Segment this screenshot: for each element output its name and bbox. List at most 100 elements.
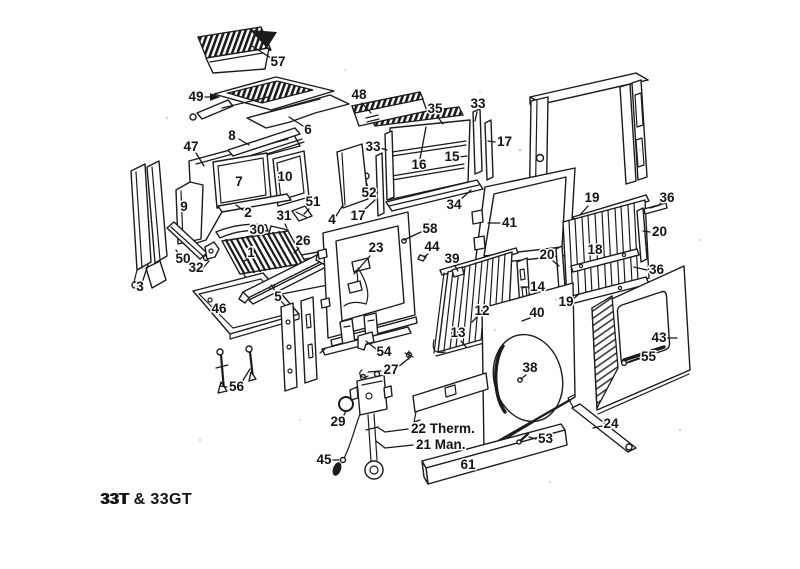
side-panel-4 — [337, 144, 368, 208]
leader-line-40 — [522, 318, 530, 321]
bolts-56 — [216, 346, 256, 393]
leader-line-47 — [196, 153, 204, 166]
grate-1 — [222, 231, 306, 274]
part-label-54: 54 — [376, 344, 392, 359]
outer-panel-43 — [592, 266, 690, 414]
support-brackets — [281, 297, 317, 391]
part-label-51: 51 — [305, 194, 321, 209]
part-label-45: 45 — [316, 452, 332, 467]
part-label-1: 1 — [247, 245, 255, 260]
leader-line-34 — [459, 190, 471, 201]
leader-line-51 — [304, 209, 309, 214]
leader-line-3 — [142, 265, 148, 283]
leader-line-8 — [239, 139, 249, 145]
leader-line-54 — [366, 341, 376, 349]
leader-line-26 — [294, 248, 299, 253]
support-30 — [216, 224, 268, 238]
photocopy-speckles — [149, 69, 701, 483]
part-label-31: 31 — [276, 208, 292, 223]
leader-line-21-Man- — [376, 441, 413, 448]
part-label-6: 6 — [304, 122, 312, 137]
leader-line-39 — [455, 266, 458, 271]
part-label-14: 14 — [530, 279, 546, 294]
leader-line-24 — [593, 426, 602, 428]
part-label-46: 46 — [211, 301, 227, 316]
leader-line-38 — [521, 375, 526, 379]
part-label-30: 30 — [249, 222, 264, 237]
top-plate-6 — [247, 95, 349, 128]
door-frame-41 — [472, 168, 575, 265]
part-label-57: 57 — [270, 54, 285, 69]
leader-line-50 — [176, 250, 180, 256]
bracket-32 — [205, 242, 219, 259]
front-panel-oval — [482, 283, 575, 452]
leader-line-35 — [437, 116, 443, 124]
part-label-4: 4 — [328, 212, 336, 227]
baffle-57 — [198, 27, 277, 73]
leader-line-27 — [368, 371, 381, 372]
leader-line-56 — [242, 369, 250, 382]
part-label-19: 19 — [558, 294, 573, 309]
part-label-38: 38 — [522, 360, 538, 375]
part-label-48: 48 — [351, 87, 367, 102]
bar-2 — [218, 194, 291, 212]
lower-bracket — [413, 373, 488, 422]
part-label-55: 55 — [641, 349, 657, 364]
leader-line-6 — [289, 117, 303, 126]
leader-line-27 — [398, 359, 408, 367]
leader-line-17 — [363, 200, 375, 211]
side-casting-3 — [131, 161, 167, 288]
part-label-2: 2 — [244, 205, 252, 220]
leader-line-57 — [252, 46, 271, 58]
part-label-32: 32 — [188, 260, 203, 275]
leader-line-2 — [236, 205, 243, 210]
part-label-58: 58 — [422, 221, 438, 236]
part-label-24: 24 — [603, 416, 619, 431]
leader-line-22-Therm- — [377, 427, 408, 432]
leader-line-44 — [424, 254, 428, 257]
part-label-21-Man-: 21 Man. — [416, 437, 466, 452]
part-label-17: 17 — [350, 208, 365, 223]
part-label-40: 40 — [529, 305, 544, 320]
part-label-7: 7 — [235, 174, 243, 189]
leader-line-20 — [643, 231, 650, 232]
leader-line-36 — [634, 267, 647, 270]
part-label-20: 20 — [652, 224, 667, 239]
diagram-title: 33T & 33GT — [100, 491, 192, 509]
part-label-19: 19 — [584, 190, 599, 205]
part-label-34: 34 — [446, 197, 462, 212]
firebrick-10 — [273, 151, 309, 206]
part-label-3: 3 — [136, 279, 144, 294]
part-label-53: 53 — [538, 431, 554, 446]
thermostat-assembly — [332, 351, 413, 479]
leader-line-13 — [461, 341, 466, 347]
leader-line-58 — [404, 232, 421, 240]
part-label-49: 49 — [188, 89, 203, 104]
leader-line-56 — [220, 386, 227, 387]
leader-line-33 — [380, 148, 387, 150]
leader-line-19 — [572, 294, 579, 300]
leader-line-17 — [488, 141, 495, 142]
part-label-29: 29 — [330, 414, 345, 429]
leader-line-4 — [336, 205, 343, 216]
part-label-9: 9 — [180, 199, 188, 214]
leader-line-52 — [366, 181, 368, 188]
part-label-36: 36 — [659, 190, 675, 205]
bar-51 — [292, 206, 312, 221]
part-label-33: 33 — [365, 139, 381, 154]
part-label-43: 43 — [651, 330, 667, 345]
part-label-56: 56 — [229, 379, 245, 394]
part-label-33: 33 — [470, 96, 486, 111]
leader-line-12 — [472, 317, 477, 322]
leader-line-31 — [285, 224, 287, 228]
screw-53 — [517, 434, 528, 444]
back-panel-15 — [363, 107, 493, 216]
leader-line-48 — [362, 103, 371, 113]
strut-24 — [568, 395, 636, 452]
leader-line-30 — [246, 236, 251, 237]
part-label-15: 15 — [444, 149, 460, 164]
leader-line-15 — [459, 156, 467, 157]
model-number: & 33GT — [128, 491, 193, 508]
